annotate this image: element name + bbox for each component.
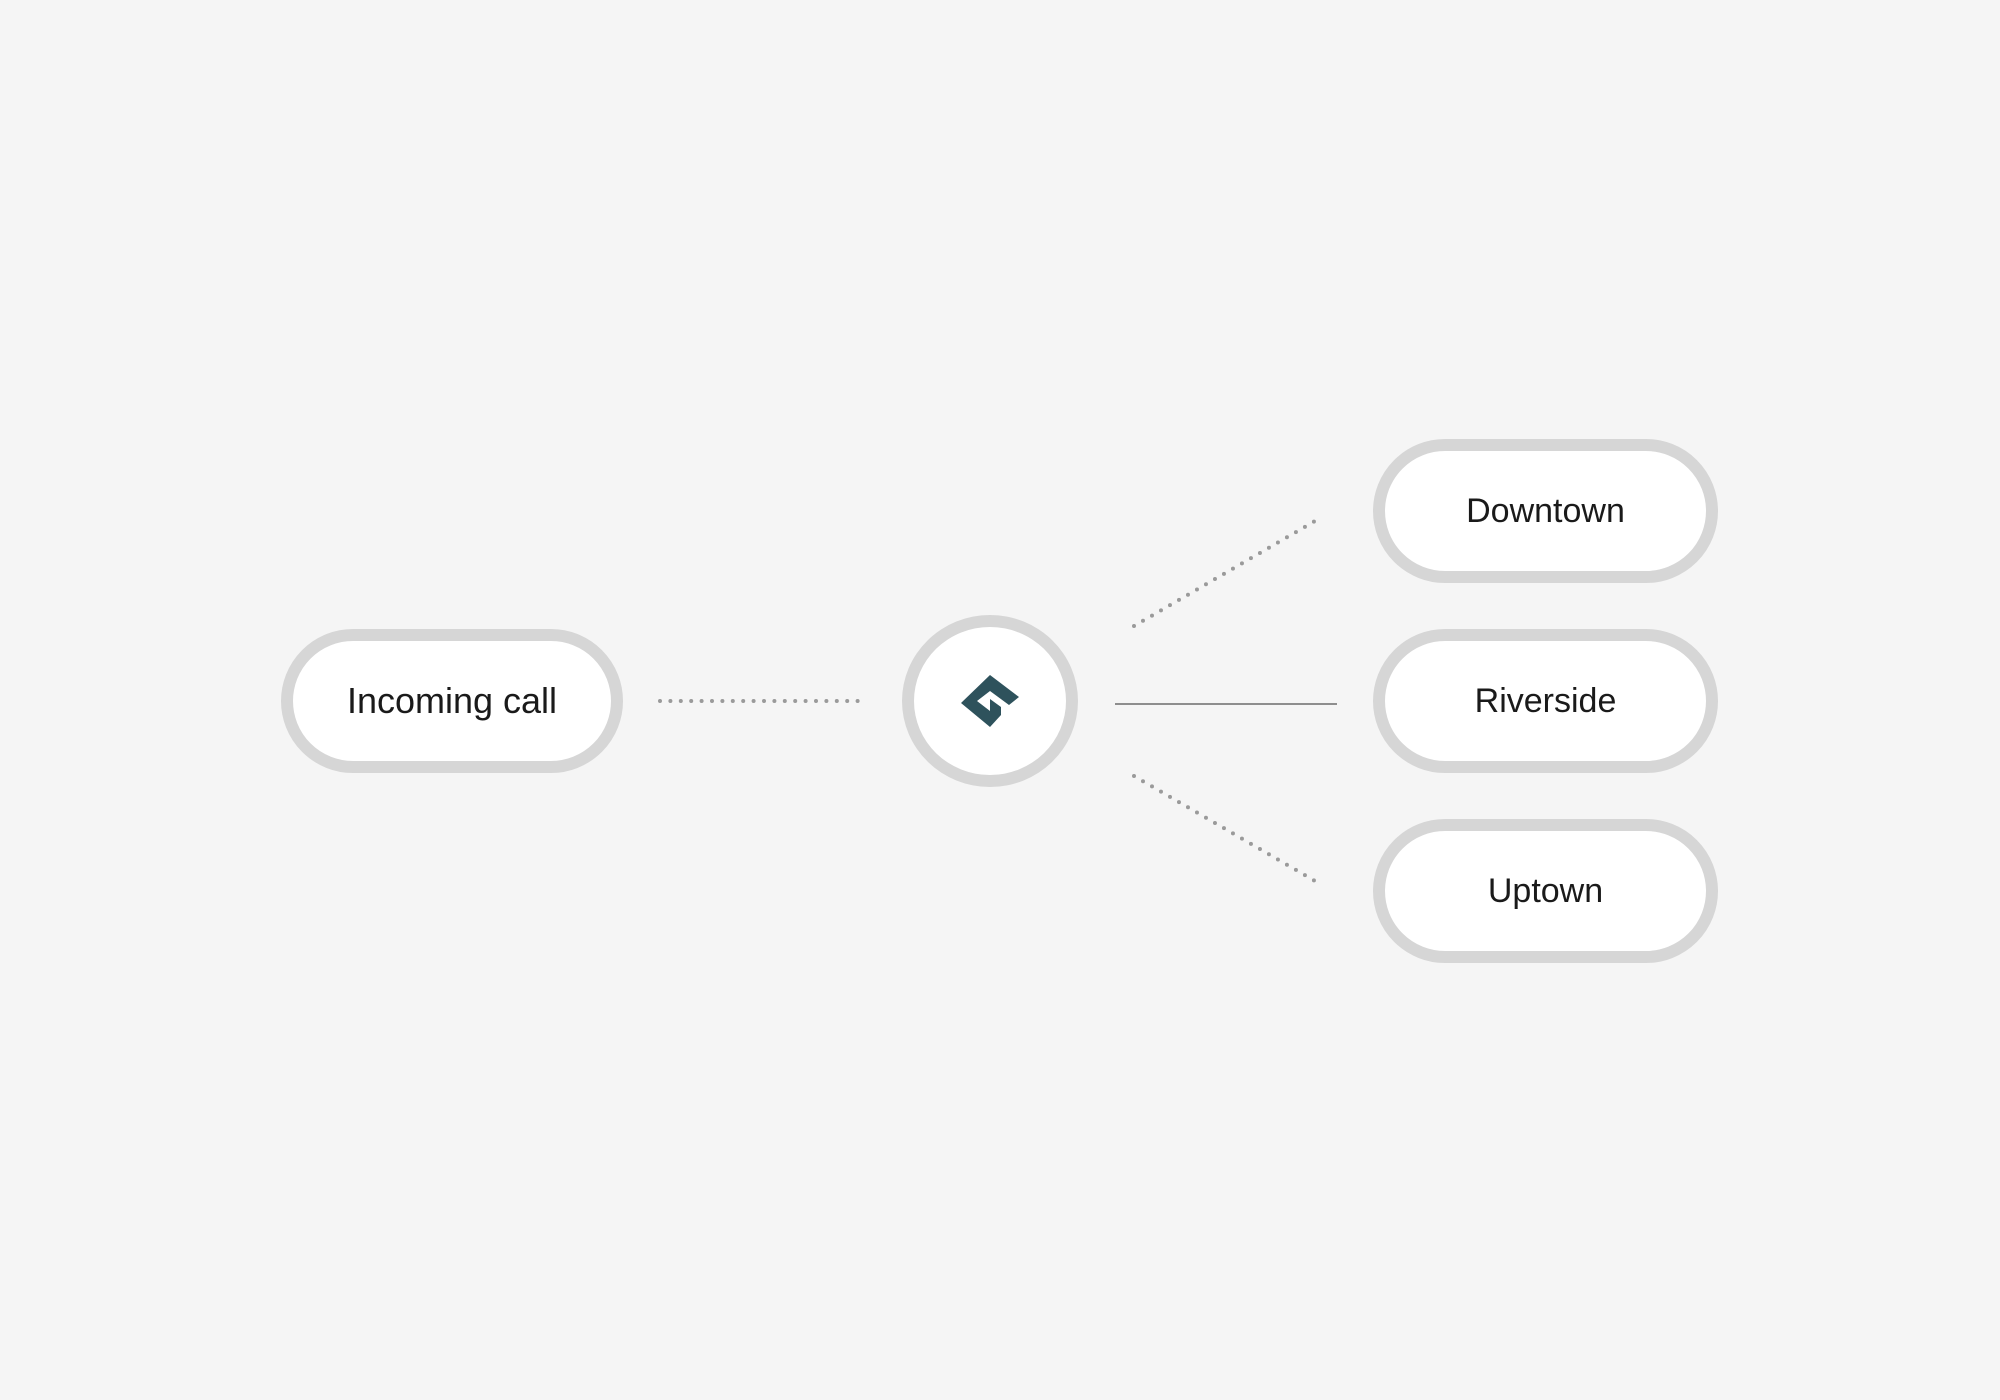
incoming-call-label: Incoming call	[346, 680, 558, 721]
routing-logo-icon	[961, 675, 1019, 727]
routing-hub-node	[902, 615, 1078, 787]
destination-riverside-label: Riverside	[1474, 681, 1617, 720]
connector-hub-to-uptown	[1132, 774, 1317, 883]
destination-uptown-node: Uptown	[1373, 819, 1718, 963]
destination-riverside-node: Riverside	[1373, 629, 1718, 773]
destination-downtown-node: Downtown	[1373, 439, 1718, 583]
incoming-call-node: Incoming call	[281, 629, 623, 773]
destination-downtown-label: Downtown	[1466, 491, 1625, 530]
connector-hub-to-downtown	[1132, 519, 1317, 628]
destination-uptown-label: Uptown	[1487, 871, 1604, 910]
